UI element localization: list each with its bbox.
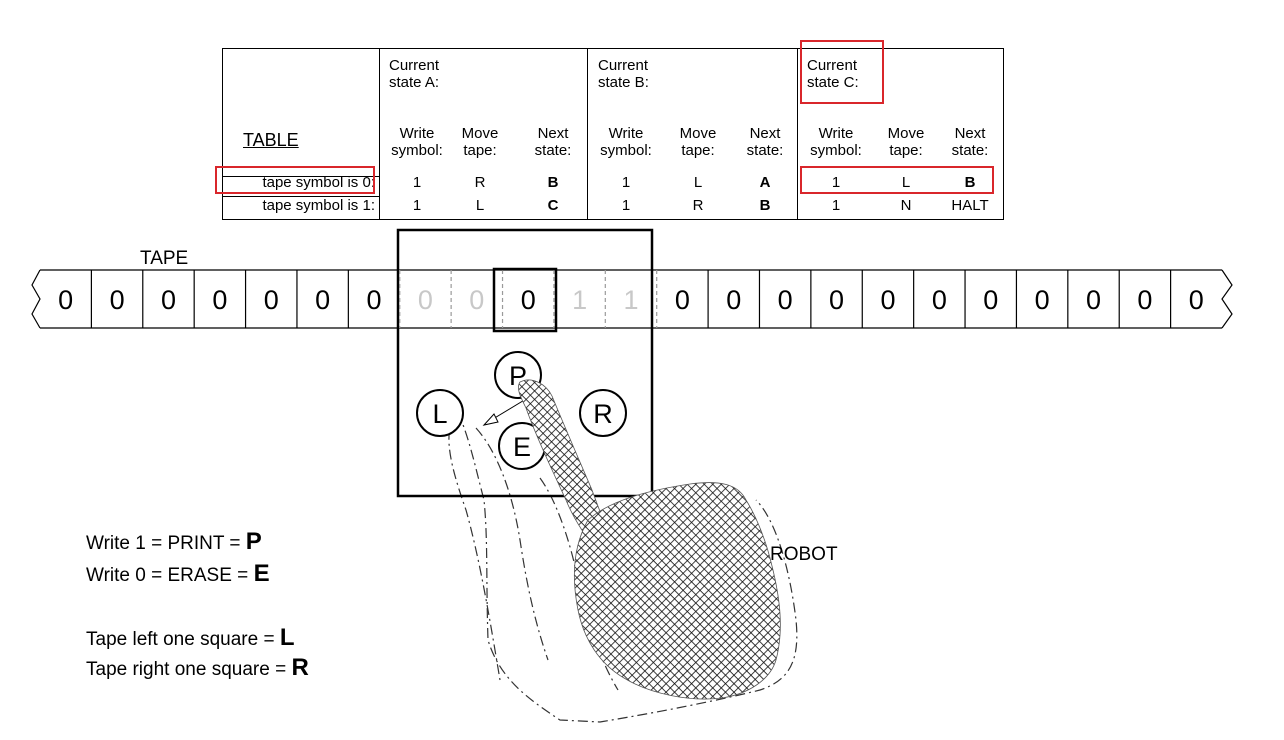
table-divider [223, 176, 379, 177]
tape-cell-symbol: 0 [1137, 285, 1152, 315]
hand-outline [457, 411, 798, 723]
table-divider [587, 49, 588, 219]
tape-cell-symbol: 0 [161, 285, 176, 315]
left-button-label: L [432, 399, 447, 429]
table-cell: B [759, 197, 771, 214]
highlight-state-c [800, 40, 884, 104]
tape-cell-symbol: 0 [1035, 285, 1050, 315]
table-cell: L [693, 174, 703, 191]
legend-item-erase: Write 0 = ERASE = E [86, 560, 270, 588]
table-cell: A [759, 174, 771, 191]
table-cell: 1 [621, 174, 631, 191]
tape-cell-symbol: 0 [675, 285, 690, 315]
tape-cell-symbol: 0 [521, 285, 536, 315]
table-title: TABLE [243, 130, 299, 150]
table-cell: N [900, 197, 912, 214]
tape-cell-symbol: 0 [58, 285, 73, 315]
legend-item-left: Tape left one square = L [86, 624, 295, 652]
tape-cell-symbol: 0 [264, 285, 279, 315]
legend-item-right: Tape right one square = R [86, 654, 309, 682]
robot-box [396, 228, 654, 498]
finger-outline [448, 411, 501, 681]
finger-outline [475, 427, 549, 661]
right-button[interactable]: R [579, 389, 627, 437]
tape-label: TAPE [140, 248, 189, 269]
table-cell: L [475, 197, 485, 214]
right-button-label: R [593, 399, 613, 429]
tape-cell-symbol: 0 [829, 285, 844, 315]
table-cell: R [692, 197, 704, 214]
tape-head [492, 267, 558, 333]
press-arrow-head [482, 413, 499, 426]
table-cell: 1 [412, 174, 422, 191]
table-divider [379, 49, 380, 219]
tape-cell-symbol: 0 [469, 285, 484, 315]
tape-cell-symbol: 0 [932, 285, 947, 315]
table-cell: R [474, 174, 486, 191]
row-label: tape symbol is 0: [262, 174, 375, 191]
table-cell: HALT [951, 197, 989, 214]
highlight-state-c-row-0 [800, 166, 994, 194]
table-cell: 1 [621, 197, 631, 214]
legend-key: E [253, 560, 270, 587]
tape-cell-symbol: 0 [367, 285, 382, 315]
table-cell: 1 [412, 197, 422, 214]
table-cell: 1 [831, 197, 841, 214]
legend-text: Write 1 = PRINT = [86, 533, 246, 554]
tape-cell-symbol: 0 [212, 285, 227, 315]
tape-cell-symbol: 0 [1189, 285, 1204, 315]
tape-cell-symbol: 0 [1086, 285, 1101, 315]
legend-text: Tape left one square = [86, 629, 280, 650]
table-divider [797, 49, 798, 219]
table-cell: B [964, 174, 976, 191]
erase-button[interactable]: E [498, 422, 546, 470]
robot-label: ROBOT [770, 544, 838, 565]
tape [31, 269, 1233, 329]
tape-cell-symbol: 1 [623, 285, 638, 315]
tape-cell-symbol: 1 [572, 285, 587, 315]
tape-cell-symbol: 0 [726, 285, 741, 315]
left-button[interactable]: L [416, 389, 464, 437]
legend-text: Write 0 = ERASE = [86, 565, 254, 586]
legend-key: L [279, 624, 295, 651]
table-divider [223, 196, 379, 197]
highlight-row-symbol-0 [215, 166, 375, 194]
state-table: TABLE tape symbol is 0: tape symbol is 1… [222, 48, 1004, 220]
erase-button-label: E [513, 432, 531, 462]
tape-cell-symbol: 0 [778, 285, 793, 315]
table-cell: C [547, 197, 559, 214]
table-cell: 1 [831, 174, 841, 191]
tape-cell-symbol: 0 [110, 285, 125, 315]
legend-item-print: Write 1 = PRINT = P [86, 528, 262, 556]
robot-hand [573, 482, 781, 700]
tape-cell-symbol: 0 [880, 285, 895, 315]
tape-cell-symbol: 0 [418, 285, 433, 315]
table-cell: L [901, 174, 911, 191]
tape-cell-symbol: 0 [315, 285, 330, 315]
row-label: tape symbol is 1: [262, 197, 375, 214]
legend-key: R [291, 654, 309, 681]
tape-cell-symbol: 0 [983, 285, 998, 315]
legend-key: P [245, 528, 262, 555]
table-cell: B [547, 174, 559, 191]
legend-text: Tape right one square = [86, 659, 292, 680]
